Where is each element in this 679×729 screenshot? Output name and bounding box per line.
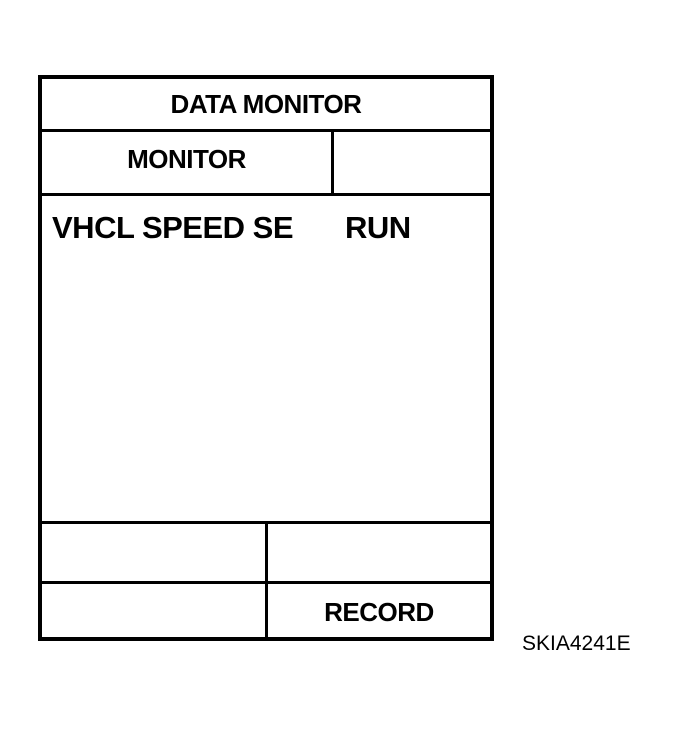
figure-code: SKIA4241E [522,632,631,655]
screen-title: DATA MONITOR [42,79,490,132]
blank-button-row1-right[interactable] [268,524,490,581]
monitor-column-header: MONITOR [42,132,334,193]
monitor-item-value: RUN [345,210,411,245]
button-row-2: RECORD [42,584,490,641]
blank-button-row1-left[interactable] [42,524,268,581]
data-monitor-screen: DATA MONITOR MONITOR VHCL SPEED SE RUN R… [38,75,494,641]
monitor-item-name: VHCL SPEED SE [52,210,294,245]
blank-button-row2-left[interactable] [42,584,268,641]
record-button[interactable]: RECORD [324,597,434,627]
monitor-item-row: VHCL SPEED SE RUN [52,210,482,250]
monitor-header-row: MONITOR [42,132,490,196]
value-column-header [334,132,490,193]
button-row-1 [42,524,490,584]
monitor-data-area: VHCL SPEED SE RUN [42,196,490,524]
